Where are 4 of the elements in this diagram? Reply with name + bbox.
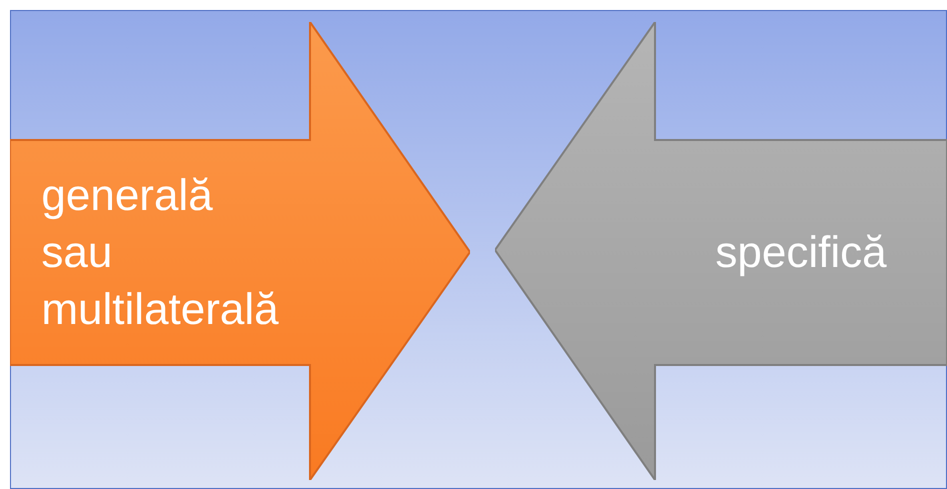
arrow-shape <box>10 22 470 480</box>
arrow-shape <box>495 22 947 480</box>
arrow-label: generală sau multilaterală <box>40 170 280 336</box>
arrow-label: specifică <box>714 226 888 279</box>
